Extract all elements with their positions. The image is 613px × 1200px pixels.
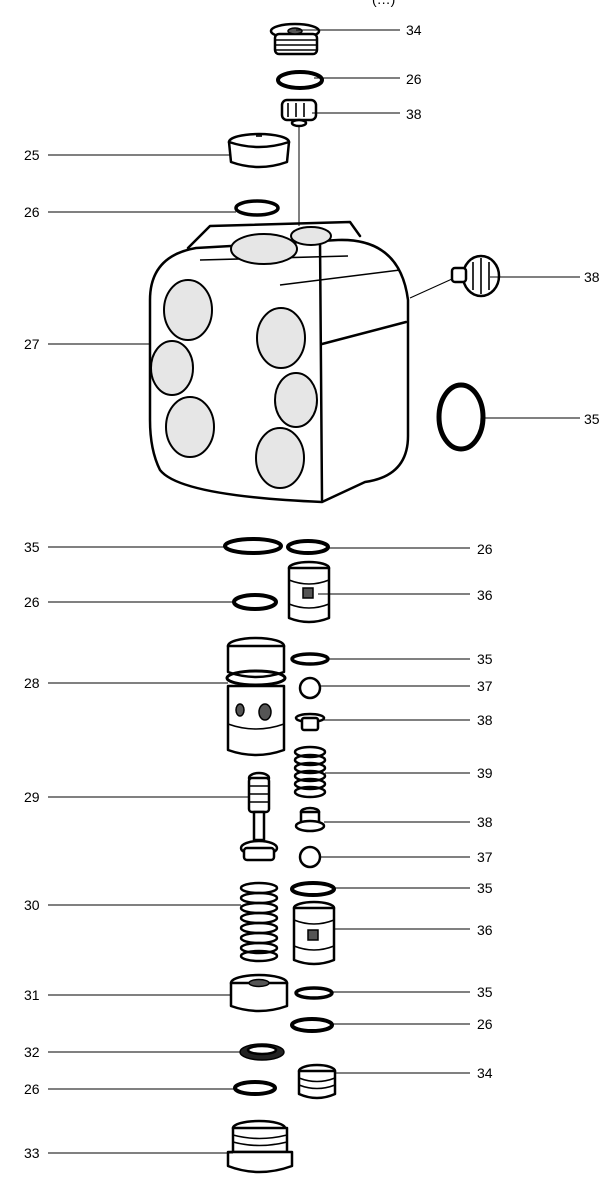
callout-36-b: 36 xyxy=(477,922,493,938)
part-oring-35-c xyxy=(290,652,330,666)
callout-35-e: 35 xyxy=(477,984,493,1000)
callout-32: 32 xyxy=(24,1044,40,1060)
part-sleeve-36-a xyxy=(287,560,331,624)
callout-35-c: 35 xyxy=(477,651,493,667)
callout-35-b: 35 xyxy=(24,539,40,555)
part-nut-31 xyxy=(229,973,289,1013)
title-fragment: (…) xyxy=(372,0,395,7)
part-oring-26-c xyxy=(286,539,330,555)
part-ball-37-a xyxy=(298,676,322,700)
part-oring-35-e xyxy=(294,986,334,1000)
part-block-28 xyxy=(225,636,287,757)
part-seat-38-d xyxy=(294,806,326,833)
callout-31: 31 xyxy=(24,987,40,1003)
callout-29: 29 xyxy=(24,789,40,805)
callout-labels: 34 26 38 25 26 38 27 35 35 26 26 36 28 3… xyxy=(24,22,600,1161)
callout-37-a: 37 xyxy=(477,678,493,694)
part-oring-26-b xyxy=(234,199,280,217)
part-oring-35-a xyxy=(223,537,283,555)
callout-26-b: 26 xyxy=(24,204,40,220)
part-seat-38-top xyxy=(280,98,318,128)
part-sleeve-36-b xyxy=(292,900,336,966)
callout-34-bottom: 34 xyxy=(477,1065,493,1081)
callout-27: 27 xyxy=(24,336,40,352)
leader-lines xyxy=(48,29,580,1154)
part-oring-26-f xyxy=(233,1080,277,1096)
part-washer-32 xyxy=(239,1043,285,1061)
callout-37-b: 37 xyxy=(477,849,493,865)
callout-38-c: 38 xyxy=(477,712,493,728)
callout-26-e: 26 xyxy=(477,1016,493,1032)
callout-34-top: 34 xyxy=(406,22,422,38)
callout-39: 39 xyxy=(477,765,493,781)
part-plug-34-bottom xyxy=(297,1063,337,1100)
part-cap-25 xyxy=(227,132,291,169)
callout-38-b: 38 xyxy=(584,269,600,285)
callout-30: 30 xyxy=(24,897,40,913)
callout-36-a: 36 xyxy=(477,587,493,603)
callout-35-a: 35 xyxy=(584,411,600,427)
part-plug-33 xyxy=(226,1119,294,1174)
part-oring-35-d xyxy=(290,881,336,897)
part-oring-26-d xyxy=(232,593,278,611)
callout-26-f: 26 xyxy=(24,1081,40,1097)
part-oring-26-e xyxy=(290,1017,334,1033)
part-ball-37-b xyxy=(298,845,322,869)
part-oring-35-side xyxy=(436,382,486,452)
callout-33: 33 xyxy=(24,1145,40,1161)
part-spring-39 xyxy=(293,745,327,799)
callout-26-d: 26 xyxy=(24,594,40,610)
callout-28: 28 xyxy=(24,675,40,691)
callout-25: 25 xyxy=(24,147,40,163)
part-spring-30 xyxy=(239,881,279,963)
callout-38-d: 38 xyxy=(477,814,493,830)
callout-26-c: 26 xyxy=(477,541,493,557)
callout-38-a: 38 xyxy=(406,106,422,122)
part-seat-38-side xyxy=(450,254,501,298)
callout-26-a: 26 xyxy=(406,71,422,87)
part-housing-27 xyxy=(148,220,410,504)
part-plug-34-top xyxy=(269,22,321,56)
part-oring-26-top xyxy=(276,70,324,90)
callout-35-d: 35 xyxy=(477,880,493,896)
part-seat-38-c xyxy=(294,712,326,732)
part-poppet-29 xyxy=(239,771,279,862)
